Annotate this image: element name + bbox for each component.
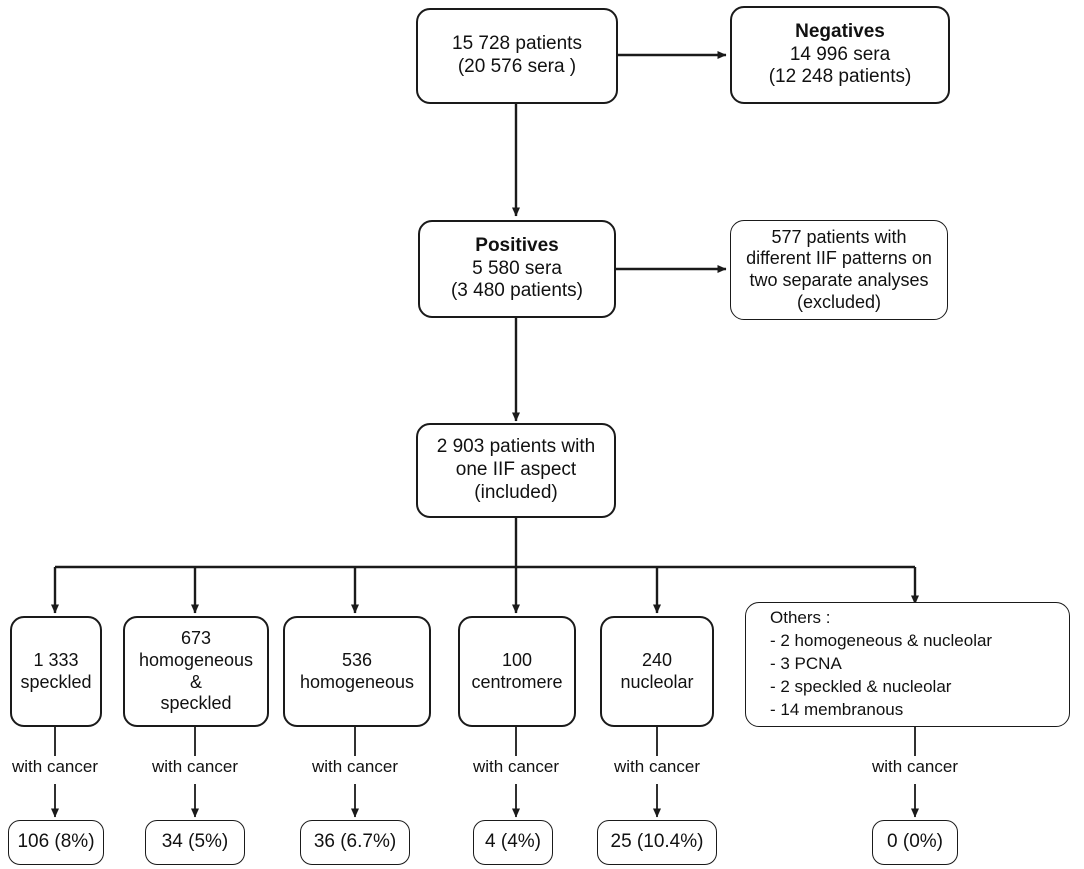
node-negatives[interactable]: Negatives 14 996 sera (12 248 patients) [730, 6, 950, 104]
node-result-others-cancer[interactable]: 0 (0%) [872, 820, 958, 865]
category-others-line-3: - 3 PCNA [770, 654, 842, 674]
category-others-line-4: - 2 speckled & nucleolar [770, 676, 952, 696]
edge-label-with-cancer-others: with cancer [872, 757, 958, 776]
result-homogeneous-cancer-label: 36 (6.7%) [313, 831, 397, 853]
edge-label-with-cancer-homogeneous: with cancer [312, 757, 398, 776]
node-excluded-line-4: (excluded) [796, 291, 882, 312]
node-excluded[interactable]: 577 patients with different IIF patterns… [730, 220, 948, 320]
node-result-homogeneous-speckled-cancer[interactable]: 34 (5%) [145, 820, 245, 865]
node-negatives-line-3: (12 248 patients) [768, 66, 912, 88]
category-others-line-5: - 14 membranous [770, 699, 904, 719]
category-centromere-line-2: centromere [471, 671, 563, 692]
node-excluded-line-1: 577 patients with [771, 226, 907, 247]
node-negatives-line-1: Negatives [795, 20, 885, 42]
node-category-centromere[interactable]: 100 centromere [458, 616, 576, 727]
category-homogeneous-speckled-line-2: homogeneous & [138, 649, 254, 692]
result-others-cancer-label: 0 (0%) [887, 831, 943, 853]
node-positives-line-2: 5 580 sera [472, 257, 562, 279]
category-homogeneous-line-1: 536 [341, 649, 373, 670]
result-speckled-cancer-label: 106 (8%) [17, 831, 95, 853]
node-category-homogeneous[interactable]: 536 homogeneous [283, 616, 431, 727]
node-excluded-line-3: two separate analyses [749, 270, 929, 290]
edge-label-with-cancer-speckled: with cancer [12, 757, 98, 776]
node-screened[interactable]: 15 728 patients (20 576 sera ) [416, 8, 618, 104]
category-others-line-2: - 2 homogeneous & nucleolar [770, 631, 993, 651]
result-homogeneous-speckled-cancer-label: 34 (5%) [161, 831, 229, 853]
result-nucleolar-cancer-label: 25 (10.4%) [610, 831, 704, 853]
node-included[interactable]: 2 903 patients with one IIF aspect (incl… [416, 423, 616, 518]
category-homogeneous-speckled-line-1: 673 [180, 628, 212, 649]
node-screened-line-2: (20 576 sera ) [457, 56, 577, 77]
category-centromere-line-1: 100 [501, 649, 533, 670]
node-negatives-line-2: 14 996 sera [789, 43, 891, 65]
node-category-others[interactable]: Others : - 2 homogeneous & nucleolar - 3… [745, 602, 1070, 727]
node-result-nucleolar-cancer[interactable]: 25 (10.4%) [597, 820, 717, 865]
edge-label-with-cancer-nucleolar: with cancer [614, 757, 700, 776]
category-nucleolar-line-1: 240 [641, 649, 673, 670]
node-positives-line-1: Positives [475, 234, 559, 256]
category-speckled-line-1: 1 333 [33, 649, 79, 670]
node-category-speckled[interactable]: 1 333 speckled [10, 616, 102, 727]
category-others-line-1: Others : [770, 608, 831, 628]
node-excluded-line-2: different IIF patterns on [746, 248, 932, 269]
node-result-centromere-cancer[interactable]: 4 (4%) [473, 820, 553, 865]
node-category-homogeneous-speckled[interactable]: 673 homogeneous & speckled [123, 616, 269, 727]
node-positives[interactable]: Positives 5 580 sera (3 480 patients) [418, 220, 616, 318]
node-included-line-2: one IIF aspect [455, 459, 577, 481]
node-category-nucleolar[interactable]: 240 nucleolar [600, 616, 714, 727]
category-nucleolar-line-2: nucleolar [620, 671, 694, 692]
category-homogeneous-speckled-line-3: speckled [160, 693, 232, 714]
node-included-line-3: (included) [474, 481, 558, 503]
result-centromere-cancer-label: 4 (4%) [485, 831, 541, 853]
category-homogeneous-line-2: homogeneous [299, 671, 415, 692]
node-positives-line-3: (3 480 patients) [450, 280, 584, 302]
edge-label-with-cancer-centromere: with cancer [473, 757, 559, 776]
node-included-line-1: 2 903 patients with [436, 436, 596, 458]
node-result-speckled-cancer[interactable]: 106 (8%) [8, 820, 104, 865]
node-result-homogeneous-cancer[interactable]: 36 (6.7%) [300, 820, 410, 865]
node-screened-line-1: 15 728 patients [452, 33, 582, 55]
category-speckled-line-2: speckled [20, 671, 92, 692]
edge-label-with-cancer-homogeneous-speckled: with cancer [152, 757, 238, 776]
